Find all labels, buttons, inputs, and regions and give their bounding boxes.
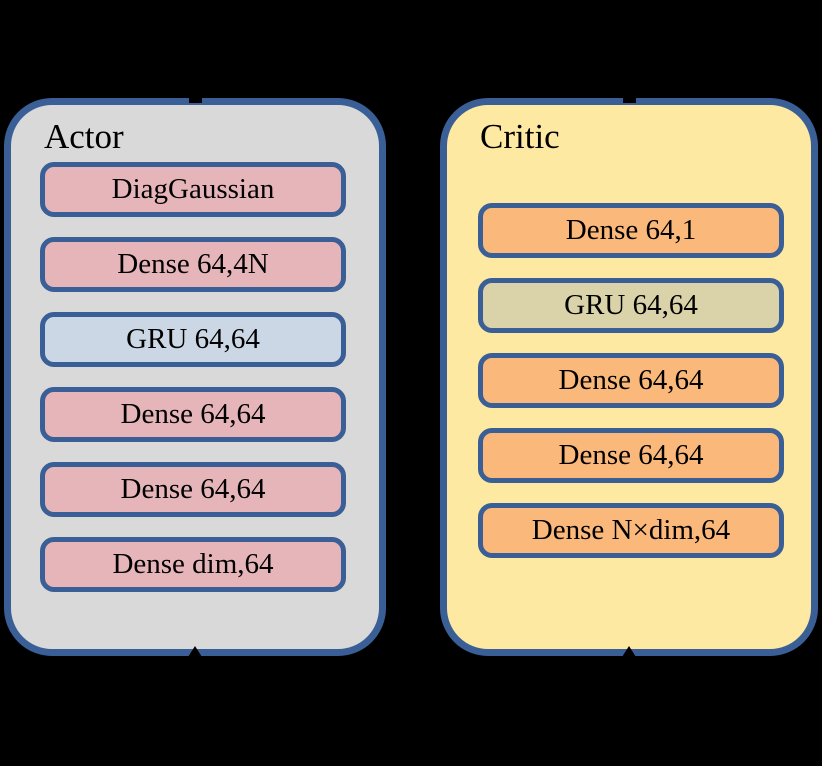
layer-box: Dense 64,64 — [478, 353, 784, 409]
arrow-stub-top-icon — [623, 91, 636, 103]
arrow-stub-top-icon — [189, 91, 202, 103]
layer-box: Dense 64,64 — [40, 387, 346, 443]
arrowhead-stub-bottom-icon — [188, 646, 202, 657]
layer-box: Dense dim,64 — [40, 537, 346, 593]
layer-box: Dense 64,64 — [40, 462, 346, 518]
layer-box: Dense 64,4N — [40, 237, 346, 293]
layer-box: Dense 64,64 — [478, 428, 784, 484]
layer-box: Dense N×dim,64 — [478, 503, 784, 559]
layer-box: GRU 64,64 — [478, 278, 784, 334]
critic-panel-title: Critic — [480, 117, 560, 156]
arrowhead-stub-bottom-icon — [622, 646, 636, 657]
actor-panel-title: Actor — [44, 117, 124, 156]
layer-box: GRU 64,64 — [40, 312, 346, 368]
layer-box: Dense 64,1 — [478, 203, 784, 259]
layer-box: DiagGaussian — [40, 162, 346, 218]
